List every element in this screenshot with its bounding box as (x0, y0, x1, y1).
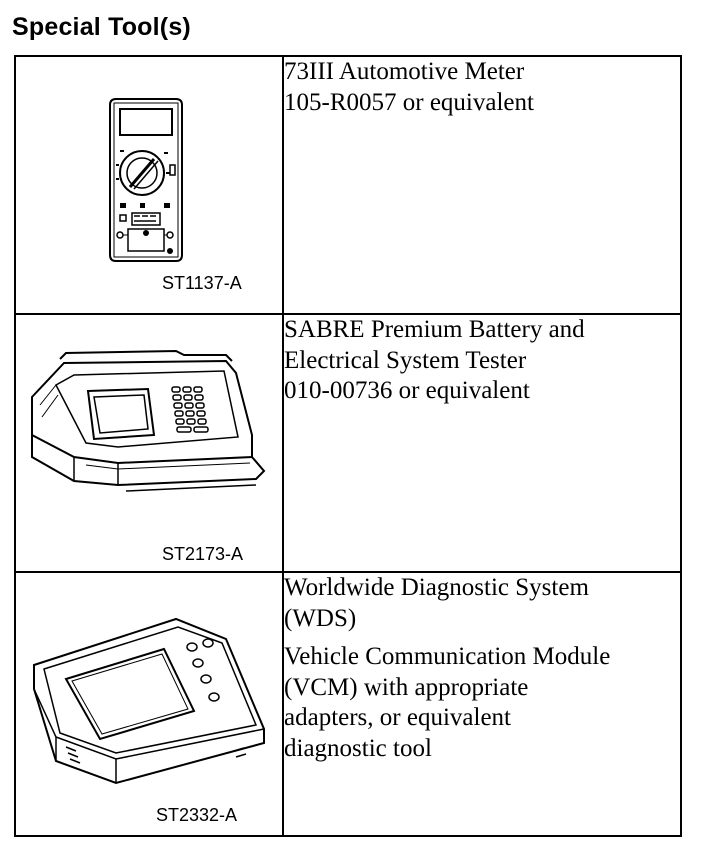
table-row: ST2332-A Worldwide Diagnostic System (WD… (14, 571, 682, 837)
tool-part-number: 010-00736 or equivalent (284, 377, 530, 404)
page-title: Special Tool(s) (12, 13, 191, 41)
tool-description-paragraph: Worldwide Diagnostic System (WDS) (284, 573, 680, 634)
tool-name: SABRE Premium Battery and (284, 316, 585, 343)
tool-abbreviation: (WDS) (284, 604, 357, 632)
tool-detail-line: adapters, or equivalent (284, 704, 511, 731)
tool-description-cell: Worldwide Diagnostic System (WDS) Vehicl… (282, 571, 682, 837)
tool-image-cell: ST2173-A (14, 313, 284, 573)
tool-description-cell: SABRE Premium Battery and Electrical Sys… (282, 313, 682, 573)
tool-detail-line: diagnostic tool (284, 734, 432, 762)
tool-id-label: ST1137-A (162, 273, 242, 293)
table-row: ST1137-A 73III Automotive Meter 105-R005… (14, 55, 682, 315)
tool-name: 73III Automotive Meter (284, 58, 525, 85)
battery-tester-icon (31, 349, 266, 492)
diagnostic-tool-icon (33, 617, 265, 785)
tool-id-label: ST2332-A (156, 805, 238, 825)
tool-description-cell: 73III Automotive Meter 105-R0057 or equi… (282, 55, 682, 315)
special-tools-table: ST1137-A 73III Automotive Meter 105-R005… (14, 55, 682, 837)
tool-image-cell: ST2332-A (14, 571, 284, 837)
table-row: ST2173-A SABRE Premium Battery and Elect… (14, 313, 682, 573)
tool-name-continued: Electrical System Tester (284, 346, 527, 374)
tool-part-number: 105-R0057 or equivalent (284, 88, 534, 116)
tool-image-cell: ST1137-A (14, 55, 284, 315)
tool-detail-line: Vehicle Communication Module (284, 643, 611, 670)
tool-detail-line: (VCM) with appropriate (284, 673, 529, 701)
tool-name: Worldwide Diagnostic System (284, 574, 589, 601)
multimeter-icon (109, 98, 183, 262)
tool-id-label: ST2173-A (162, 544, 244, 564)
tool-description-paragraph: Vehicle Communication Module (VCM) with … (284, 642, 680, 764)
